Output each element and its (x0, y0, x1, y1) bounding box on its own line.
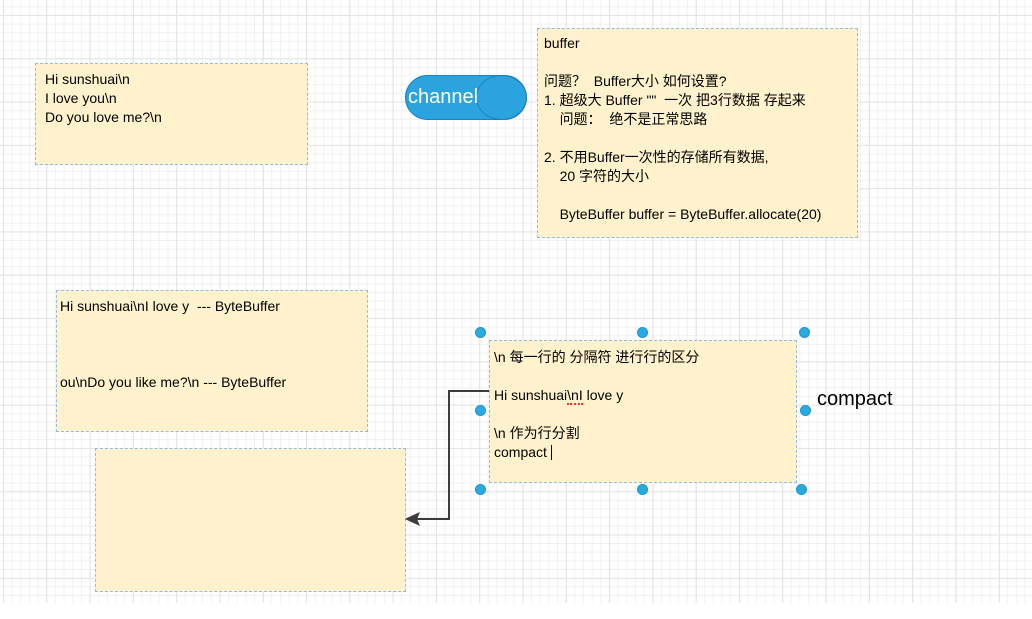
compact-label[interactable]: compact (817, 388, 893, 410)
cylinder-end-icon (476, 75, 527, 120)
selection-handle-ne[interactable] (799, 327, 810, 338)
selection-handle-sw[interactable] (475, 484, 486, 495)
compact-note-blank-2 (494, 405, 792, 424)
note-bytebuffer-reads[interactable]: Hi sunshuai\nI love y --- ByteBuffer ou\… (56, 290, 368, 432)
compact-note-blank-1 (494, 367, 792, 386)
compact-note-line-1: \n 每一行的 分隔符 进行行的区分 (494, 349, 700, 365)
compact-note-line-3: Hi sunshuai\nI love y (494, 387, 624, 405)
note-empty[interactable] (95, 448, 406, 592)
note-buffer-content: buffer 问题？ Buffer大小 如何设置? 1. 超级大 Buffer … (544, 35, 822, 222)
note-source-text[interactable]: Hi sunshuai\n I love you\n Do you love m… (35, 63, 308, 165)
selection-handle-e[interactable] (800, 405, 811, 416)
bytebuffer-read-1: Hi sunshuai\nI love y --- ByteBuffer (60, 298, 280, 314)
note-source-content: Hi sunshuai\n I love you\n Do you love m… (45, 71, 162, 125)
note-buffer-explanation[interactable]: buffer 问题？ Buffer大小 如何设置? 1. 超级大 Buffer … (537, 28, 858, 238)
selection-handle-nw[interactable] (475, 327, 486, 338)
spellcheck-underline: \nI (567, 387, 583, 405)
compact-note-line-5: \n 作为行分割 (494, 425, 580, 441)
selection-handle-w[interactable] (475, 405, 486, 416)
selection-handle-se[interactable] (796, 484, 807, 495)
note-compact-editing[interactable]: \n 每一行的 分隔符 进行行的区分 Hi sunshuai\nI love y… (489, 340, 797, 483)
channel-label: channel (407, 86, 479, 108)
selection-handle-n[interactable] (637, 327, 648, 338)
text-caret (550, 445, 553, 460)
bytebuffer-read-2: ou\nDo you like me?\n --- ByteBuffer (60, 374, 287, 390)
compact-note-line-6: compact (494, 443, 792, 462)
selection-handle-s[interactable] (637, 484, 648, 495)
